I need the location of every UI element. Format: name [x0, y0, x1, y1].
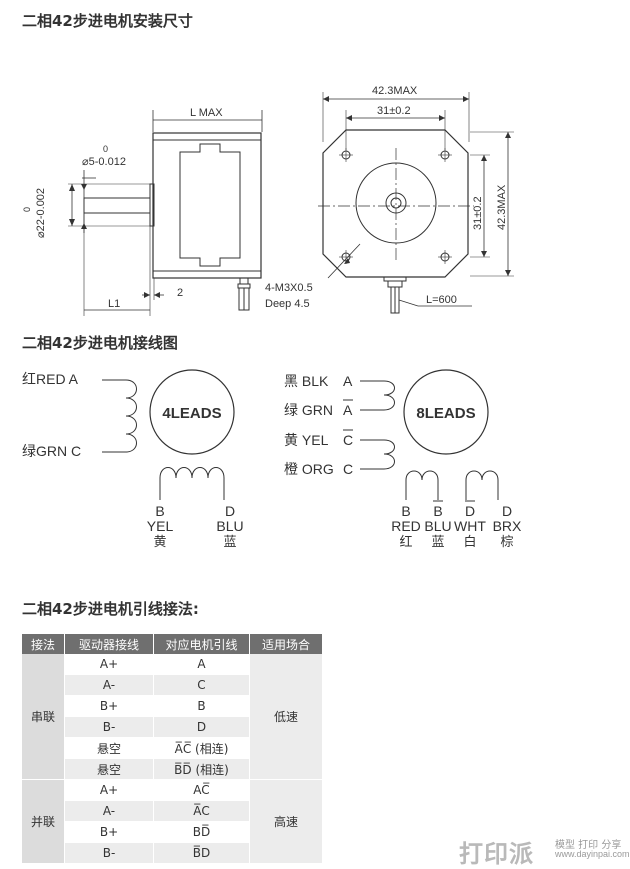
motor-cell: C — [153, 674, 250, 696]
method-cell: 并联 — [22, 779, 65, 864]
boss-tol-upper: 0 — [22, 207, 32, 212]
l-max-label: L MAX — [190, 107, 223, 119]
eight-left-1-letter: A — [343, 402, 353, 418]
eight-bottom-3-letter: D — [502, 503, 512, 519]
four-leads-label: 4LEADS — [162, 405, 221, 422]
motor-cell: A — [153, 654, 250, 675]
table-row: A- A̅C — [22, 800, 323, 822]
four-bottom-d-code: BLU — [216, 518, 243, 534]
shaft-tol-upper: 0 — [103, 144, 108, 154]
watermark-url: www.dayinpai.com — [555, 849, 630, 859]
four-bottom-b-letter: B — [155, 503, 164, 519]
method-cell: 串联 — [22, 654, 65, 780]
eight-left-2-letter: C — [343, 432, 353, 448]
heading-dimensions: 二相42步进电机安装尺寸 — [22, 12, 193, 30]
table-row: B- B̅D — [22, 842, 323, 864]
height-max-label: 42.3MAX — [496, 184, 508, 230]
eight-left-0-letter: A — [343, 373, 353, 389]
driver-cell: A- — [64, 800, 154, 822]
motor-cell: A̅C̅ (相连) — [153, 737, 250, 759]
front-view: 42.3MAX 31±0.2 31±0.2 — [265, 85, 514, 314]
shaft-dia-label: ⌀5-0.012 — [82, 156, 126, 168]
l1-label: L1 — [108, 298, 120, 310]
table-header: 对应电机引线 — [153, 634, 250, 654]
eight-bottom-0-cn: 红 — [399, 534, 412, 549]
four-leads-diagram: 红RED A 绿GRN C 4LEADS B YEL 黄 D BLU 蓝 — [22, 369, 244, 549]
screw-depth-label: Deep 4.5 — [265, 298, 310, 310]
eight-bottom-1-code: BLU — [424, 518, 451, 534]
driver-cell: A+ — [64, 779, 154, 801]
four-bottom-d-letter: D — [225, 503, 235, 519]
eight-bottom-1-letter: B — [433, 503, 442, 519]
eight-leads-diagram: 黑 BLK A 绿 GRN A 黄 YEL C 橙 ORG C 8LEADS B… — [284, 369, 522, 549]
four-bottom-b-cn: 黄 — [153, 534, 166, 549]
heading-lead-connection: 二相42步进电机引线接法: — [22, 600, 199, 618]
motor-cell: AC̅ — [153, 779, 250, 801]
table-row: 并联 A+ AC̅ 高速 — [22, 779, 323, 864]
boss-height-label: 2 — [177, 287, 183, 299]
eight-bottom-0-letter: B — [401, 503, 410, 519]
application-cell: 高速 — [249, 779, 323, 864]
motor-cell: B̅D̅ (相连) — [153, 758, 250, 780]
cable-length-label: L=600 — [426, 294, 457, 306]
table-row: B+ BD̅ — [22, 821, 323, 843]
table-header: 接法 — [22, 634, 65, 654]
table-row: B+ B — [22, 695, 323, 717]
driver-cell: B- — [64, 842, 154, 864]
eight-bottom-0-code: RED — [391, 518, 421, 534]
eight-bottom-2-cn: 白 — [463, 534, 476, 549]
table-header: 适用场合 — [249, 634, 323, 654]
driver-cell: 悬空 — [64, 758, 154, 780]
table-header: 驱动器接线 — [64, 634, 154, 654]
driver-cell: B- — [64, 716, 154, 738]
motor-cell: D — [153, 716, 250, 738]
motor-cell: A̅C — [153, 800, 250, 822]
wiring-diagrams: 红RED A 绿GRN C 4LEADS B YEL 黄 D BLU 蓝 黑 B… — [22, 369, 522, 549]
heading-wiring-diagram: 二相42步进电机接线图 — [22, 334, 178, 352]
width-max-label: 42.3MAX — [372, 85, 418, 97]
connection-table: 接法 驱动器接线 对应电机引线 适用场合 串联 A+ A 低速 A- C B+ … — [22, 634, 323, 864]
four-bottom-d-cn: 蓝 — [223, 534, 236, 549]
eight-left-3-name: 橙 ORG — [284, 461, 334, 477]
motor-cell: B̅D — [153, 842, 250, 864]
driver-cell: A+ — [64, 654, 154, 675]
table-row: 串联 A+ A 低速 — [22, 654, 323, 780]
driver-cell: 悬空 — [64, 737, 154, 759]
table-row: 悬空 A̅C̅ (相连) — [22, 737, 323, 759]
watermark-tagline: 模型 打印 分享 — [555, 840, 622, 851]
boss-dia-label: ⌀22-0.002 — [35, 188, 47, 238]
table-header-row: 接法 驱动器接线 对应电机引线 适用场合 — [22, 634, 323, 654]
eight-leads-label: 8LEADS — [416, 405, 475, 422]
table-row: 悬空 B̅D̅ (相连) — [22, 758, 323, 780]
application-cell: 低速 — [249, 654, 323, 780]
four-lead-a: 红RED A — [22, 371, 79, 387]
hole-spacing-x-label: 31±0.2 — [377, 105, 411, 117]
eight-left-0-name: 黑 BLK — [284, 373, 329, 389]
eight-left-2-name: 黄 YEL — [284, 432, 329, 448]
table-row: B- D — [22, 716, 323, 738]
eight-left-1-name: 绿 GRN — [284, 402, 333, 418]
eight-left-3-letter: C — [343, 461, 353, 477]
watermark-logo: 打印派 — [459, 840, 534, 868]
eight-bottom-1-cn: 蓝 — [431, 534, 444, 549]
eight-bottom-2-code: WHT — [454, 518, 486, 534]
four-lead-c: 绿GRN C — [22, 443, 81, 459]
hole-spacing-y-label: 31±0.2 — [472, 196, 484, 230]
eight-bottom-3-code: BRX — [493, 518, 522, 534]
motor-cell: B — [153, 695, 250, 717]
driver-cell: B+ — [64, 821, 154, 843]
dimension-drawing: L MAX 0 ⌀5-0.012 0 ⌀22-0.002 — [22, 85, 514, 316]
eight-bottom-2-letter: D — [465, 503, 475, 519]
eight-bottom-3-cn: 棕 — [500, 534, 513, 549]
four-bottom-b-code: YEL — [147, 518, 174, 534]
screw-spec-label: 4-M3X0.5 — [265, 282, 313, 294]
table-row: A- C — [22, 674, 323, 696]
driver-cell: B+ — [64, 695, 154, 717]
side-view: L MAX 0 ⌀5-0.012 0 ⌀22-0.002 — [22, 107, 263, 316]
motor-cell: BD̅ — [153, 821, 250, 843]
watermark: 打印派 模型 打印 分享 www.dayinpai.com — [459, 836, 630, 868]
driver-cell: A- — [64, 674, 154, 696]
